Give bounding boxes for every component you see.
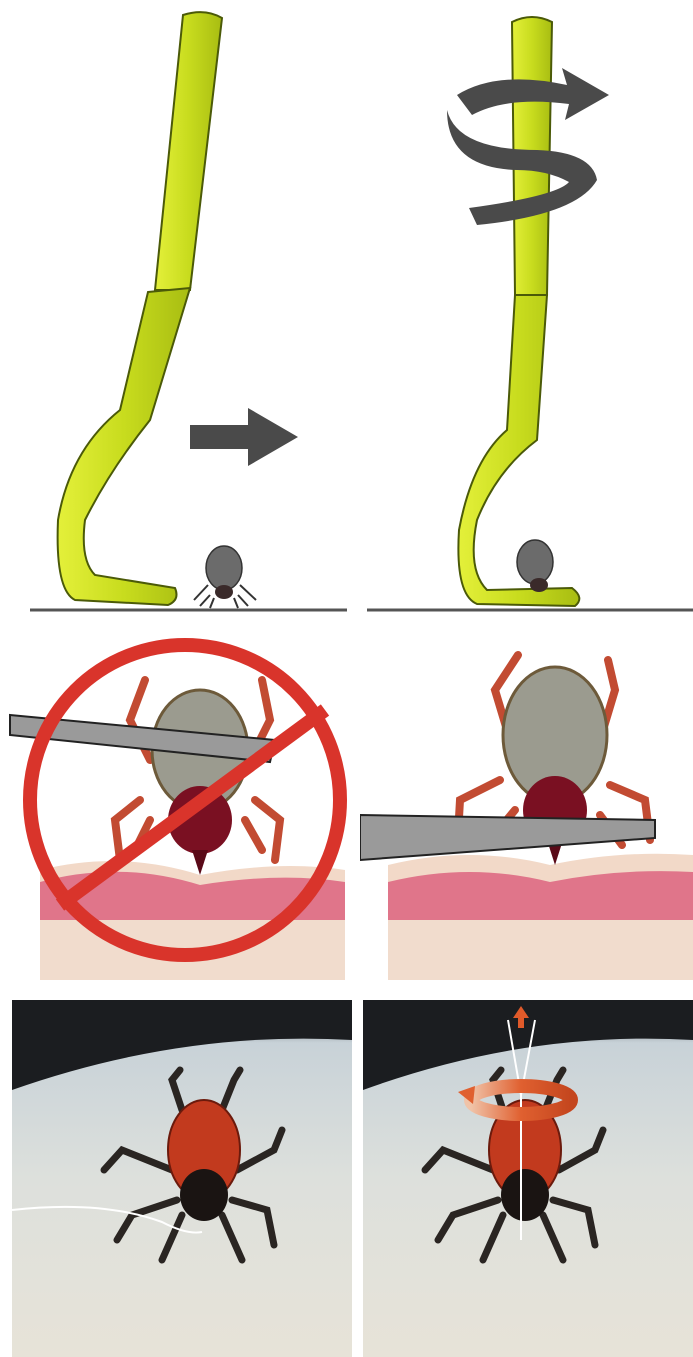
tweezers-right-illustration (360, 620, 693, 990)
tick-hook-tool (58, 12, 222, 605)
panel-hook-twist (347, 0, 693, 620)
right-arrow-icon (190, 408, 298, 466)
thread-loop-photo (12, 1000, 352, 1357)
panel-tweezers-wrong (0, 620, 360, 990)
panel-thread-twist-pull (363, 1000, 693, 1357)
panel-thread-loop (12, 1000, 352, 1357)
hook-slide-illustration (0, 0, 347, 620)
skin-cross-section (388, 854, 693, 980)
tweezers-wrong-illustration (0, 620, 360, 990)
panel-hook-slide (0, 0, 347, 620)
tick-icon (194, 546, 256, 608)
tweezers-icon (360, 815, 655, 860)
thread-twist-photo (363, 1000, 693, 1357)
tick-icon (517, 540, 553, 592)
hook-twist-illustration (347, 0, 693, 620)
panel-tweezers-right (360, 620, 693, 990)
